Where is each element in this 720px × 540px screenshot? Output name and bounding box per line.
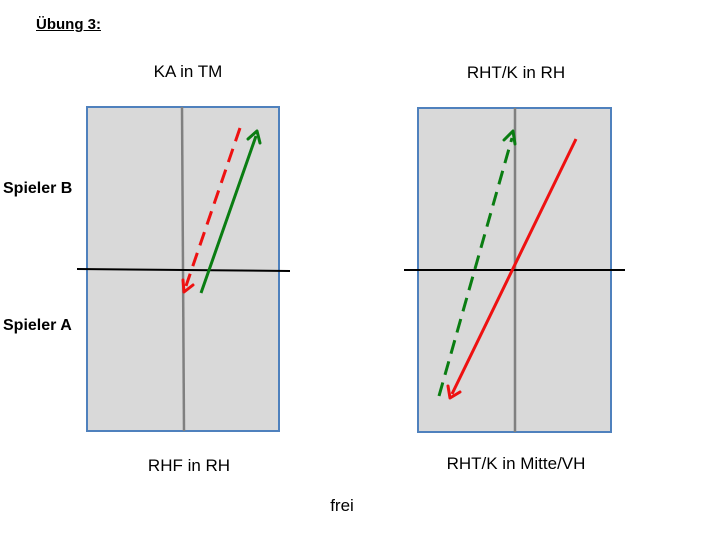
left-court-top-label: KA in TM [153, 62, 223, 81]
player-a-label: Spieler A [3, 317, 72, 334]
right-court [404, 107, 625, 433]
left-green-arrow [199, 129, 262, 294]
right-red-arrow [446, 138, 578, 400]
right-court-top-label: RHT/K in RH [466, 63, 566, 82]
footer-label: frei [330, 496, 354, 515]
right-court-bottom-label: RHT/K in Mitte/VH [446, 454, 586, 473]
left-court-net [76, 268, 291, 272]
left-court-bottom-label: RHF in RH [147, 456, 231, 475]
right-green-dashed-arrow [437, 129, 517, 397]
exercise-title: Übung 3: [36, 16, 101, 33]
left-red-dashed-arrow [181, 127, 242, 294]
left-court [76, 106, 291, 432]
player-b-label: Spieler B [3, 180, 73, 197]
